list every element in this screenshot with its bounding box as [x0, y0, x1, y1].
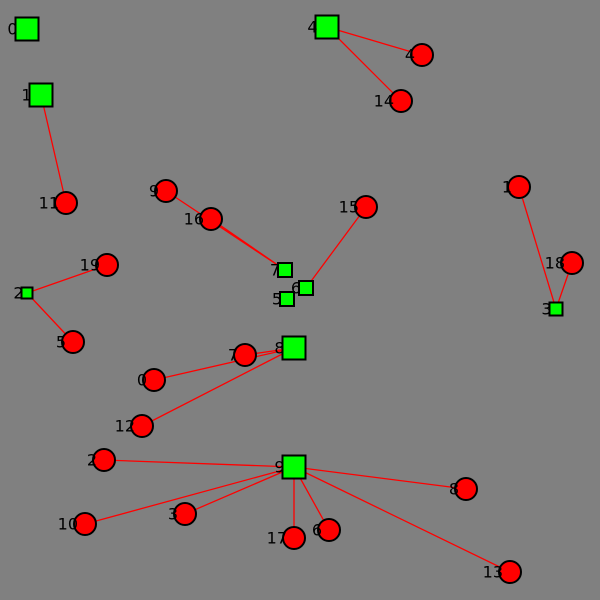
- square-node-3: [548, 301, 564, 317]
- circle-node-19: [95, 253, 119, 277]
- nodes-layer: [14, 14, 584, 584]
- edge-square-9-circle-3: [184, 466, 295, 515]
- square-node-5: [279, 291, 295, 307]
- circle-node-label-17: 17: [267, 529, 287, 548]
- circle-node-14: [389, 89, 413, 113]
- circle-node-0: [142, 368, 166, 392]
- square-node-label-1: 1: [21, 86, 31, 105]
- circle-node-12: [130, 414, 154, 438]
- circle-node-1: [507, 175, 531, 199]
- square-node-label-9: 9: [274, 458, 284, 477]
- circle-node-3: [173, 502, 197, 526]
- square-node-label-8: 8: [274, 339, 284, 358]
- square-node-label-6: 6: [291, 279, 301, 298]
- edges-layer: [26, 26, 573, 573]
- circle-node-label-12: 12: [115, 417, 135, 436]
- square-node-label-5: 5: [272, 290, 282, 309]
- circle-node-label-0: 0: [137, 371, 147, 390]
- circle-node-label-14: 14: [374, 92, 394, 111]
- circle-node-7: [233, 343, 257, 367]
- circle-node-13: [498, 560, 522, 584]
- circle-node-label-2: 2: [87, 451, 97, 470]
- circle-node-label-5: 5: [56, 333, 66, 352]
- edge-square-9-circle-13: [293, 466, 511, 573]
- circle-node-label-16: 16: [184, 210, 204, 229]
- circle-node-label-11: 11: [39, 194, 59, 213]
- square-node-label-0: 0: [7, 20, 17, 39]
- edge-square-1-circle-11: [40, 94, 67, 204]
- circle-node-label-1: 1: [502, 178, 512, 197]
- circle-node-label-13: 13: [483, 563, 503, 582]
- edge-square-2-circle-19: [26, 264, 108, 294]
- edge-square-7-circle-9: [165, 190, 286, 271]
- edge-square-9-circle-10: [84, 466, 295, 525]
- square-node-label-2: 2: [13, 284, 23, 303]
- circle-node-label-9: 9: [149, 182, 159, 201]
- circle-node-17: [282, 526, 306, 550]
- square-node-label-7: 7: [270, 261, 280, 280]
- circle-node-11: [54, 191, 78, 215]
- circle-node-label-7: 7: [228, 346, 238, 365]
- circle-node-label-3: 3: [168, 505, 178, 524]
- square-node-7: [277, 262, 293, 278]
- circle-node-label-4: 4: [405, 46, 415, 65]
- circle-node-15: [354, 195, 378, 219]
- circle-node-label-15: 15: [339, 198, 359, 217]
- square-node-8: [281, 335, 307, 361]
- square-node-4: [314, 14, 340, 40]
- edge-square-4-circle-4: [326, 26, 423, 56]
- circle-node-label-8: 8: [449, 480, 459, 499]
- edge-square-8-circle-12: [141, 347, 295, 427]
- square-node-label-4: 4: [307, 18, 317, 37]
- square-node-1: [28, 82, 54, 108]
- circle-node-6: [317, 518, 341, 542]
- square-node-6: [298, 280, 314, 296]
- circle-node-4: [410, 43, 434, 67]
- circle-node-label-18: 18: [545, 254, 565, 273]
- square-node-0: [14, 16, 40, 42]
- edge-square-9-circle-2: [103, 459, 295, 468]
- circle-node-5: [61, 330, 85, 354]
- edge-square-9-circle-8: [293, 466, 467, 490]
- edge-square-8-circle-0: [153, 347, 295, 381]
- edge-square-6-circle-15: [305, 206, 367, 289]
- circle-node-18: [560, 251, 584, 275]
- circle-node-2: [92, 448, 116, 472]
- circle-node-10: [73, 512, 97, 536]
- square-node-9: [281, 454, 307, 480]
- circle-node-label-6: 6: [312, 521, 322, 540]
- circle-node-label-10: 10: [58, 515, 78, 534]
- edge-square-3-circle-1: [518, 186, 557, 310]
- circle-node-8: [454, 477, 478, 501]
- circle-node-9: [154, 179, 178, 203]
- circle-node-16: [199, 207, 223, 231]
- square-node-2: [20, 286, 34, 300]
- square-node-label-3: 3: [541, 300, 551, 319]
- circle-node-label-19: 19: [80, 256, 100, 275]
